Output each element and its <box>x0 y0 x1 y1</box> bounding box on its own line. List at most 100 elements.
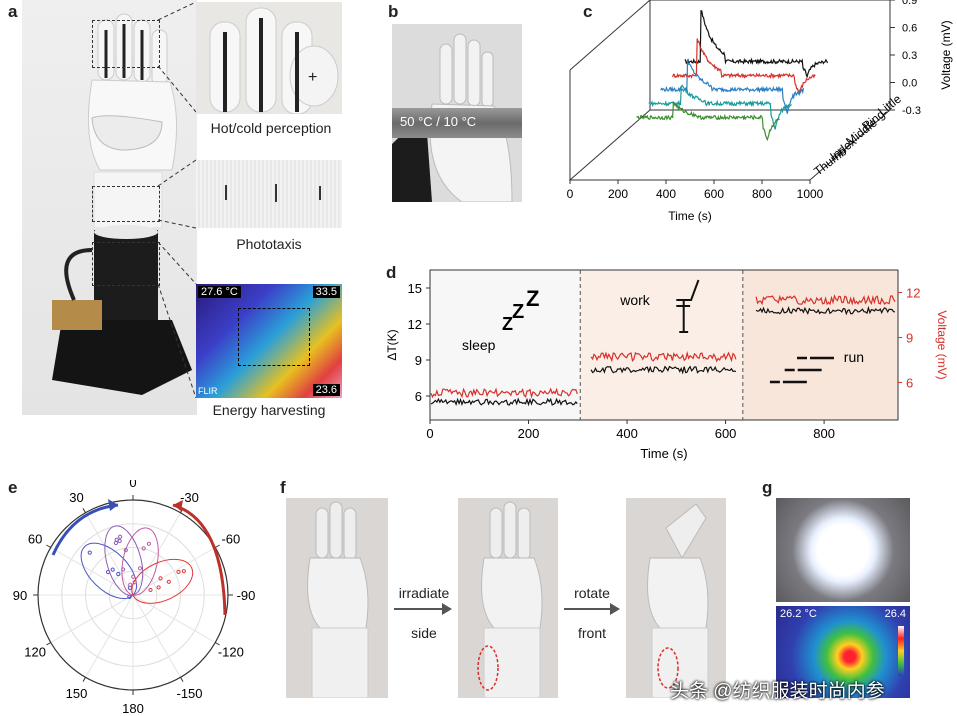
polar-point <box>156 585 161 590</box>
y-right-tick-label: 12 <box>906 286 920 301</box>
annotation-work: work <box>619 292 651 308</box>
panel-label-c: c <box>583 2 593 21</box>
run-motion-icon <box>769 356 834 384</box>
series-voltage-seg1 <box>590 350 737 363</box>
caption-phototaxis: Phototaxis <box>236 236 302 252</box>
caption-hot-cold: Hot/cold perception <box>210 120 332 136</box>
y-left-tick-label: 9 <box>415 353 422 368</box>
region-sleep <box>430 270 581 420</box>
g-color-scale <box>898 626 904 676</box>
annotation-run: run <box>844 349 864 365</box>
x-tick-label: 0 <box>567 187 574 201</box>
region-work <box>580 270 743 420</box>
series-line-middle <box>660 60 805 114</box>
thermal-image-arm: 27.6 °C 33.5 23.6 FLIR <box>196 284 342 398</box>
polar-grid-spoke <box>50 547 134 596</box>
thermal-temp-readout: 27.6 °C <box>198 286 241 298</box>
arrow2-label-bottom: front <box>577 625 606 641</box>
svg-text:+: + <box>308 69 317 86</box>
polar-point <box>131 574 136 579</box>
x-tick-label: 600 <box>704 187 724 201</box>
polar-angle-label: -90 <box>237 588 256 603</box>
series-voltage-seg0 <box>430 387 578 399</box>
polar-point <box>116 571 121 577</box>
rod-temperature-label: 50 °C / 10 °C <box>400 114 477 129</box>
polar-grid-spoke <box>132 512 181 596</box>
y-axis-label: Voltage (mV) <box>939 20 953 89</box>
sleep-z3: Z <box>526 286 539 311</box>
red-rotation-arrow <box>172 503 227 616</box>
polar-lobe <box>131 558 194 604</box>
panel-label-b: b <box>388 2 399 21</box>
caption-energy: Energy harvesting <box>212 402 326 418</box>
polar-angle-label: 150 <box>66 686 88 701</box>
polar-tick <box>215 544 220 548</box>
light-spot-photo <box>776 498 910 602</box>
work-desk-icon <box>676 279 700 333</box>
x-tick-label: 0 <box>426 426 433 441</box>
arrow1-line <box>394 608 444 610</box>
polar-point <box>128 582 133 587</box>
thermal-min: 23.6 <box>312 384 340 396</box>
panel-label-g: g <box>762 478 773 497</box>
polar-point <box>137 566 143 571</box>
x-tick-label: 200 <box>518 426 540 441</box>
polar-angle-label: -120 <box>218 645 244 660</box>
flir-logo: FLIR <box>198 386 218 396</box>
series-line-thumb <box>636 101 780 142</box>
fingertip-closeup-photo: + <box>196 2 342 114</box>
glove-photo-initial <box>286 498 388 698</box>
x-tick-label: 800 <box>813 426 835 441</box>
series-line-index <box>648 84 792 130</box>
polar-angle-label: 180 <box>122 701 144 716</box>
polar-point <box>114 537 119 542</box>
y-left-tick-label: 15 <box>408 281 422 296</box>
zoom-box-sleeve <box>92 186 160 222</box>
polar-point <box>176 569 181 575</box>
polar-point <box>148 587 153 593</box>
polar-angle-label: 60 <box>28 532 42 547</box>
y-right-tick-label: 9 <box>906 331 913 346</box>
x-tick-label: 1000 <box>797 187 824 201</box>
polar-angle-label: 90 <box>13 588 27 603</box>
series-voltage-seg2 <box>755 294 896 306</box>
polar-point <box>87 550 92 555</box>
polar-point <box>181 569 186 574</box>
robot-glove-photo <box>22 0 197 415</box>
series-deltaT-seg2 <box>755 305 896 316</box>
series-line-little <box>684 10 829 79</box>
zoom-connectors <box>157 1 197 399</box>
polar-angle-label: 0 <box>129 480 136 490</box>
y-left-tick-label: 12 <box>408 317 422 332</box>
polar-grid-spoke <box>132 594 216 643</box>
polar-point <box>110 567 115 572</box>
polar-tick <box>82 508 86 513</box>
y-right-axis-label: Voltage (mV) <box>935 310 949 379</box>
y-left-axis-label: ΔT(K) <box>385 329 399 360</box>
watermark-text: 头条 @纺织服装时尚内参 <box>670 681 885 702</box>
polar-point <box>166 579 171 584</box>
x-tick-label: 600 <box>715 426 737 441</box>
series-line-ring <box>672 38 816 97</box>
polar-angle-label: -60 <box>221 532 240 547</box>
polar-grid-spoke <box>85 594 134 678</box>
arrow1-label-bottom: side <box>411 625 437 641</box>
zoom-box-fingers <box>92 20 160 68</box>
blue-arrow-head <box>108 499 118 511</box>
polar-point <box>118 534 123 539</box>
y-left-tick-label: 6 <box>415 389 422 404</box>
arrow2-head <box>610 603 620 615</box>
arrow2-line <box>564 608 612 610</box>
y-tick-label: 0.9 <box>902 0 917 7</box>
polar-tick <box>46 642 51 646</box>
polar-grid-spoke <box>85 512 134 596</box>
x-tick-label: 400 <box>616 426 638 441</box>
polar-angle-label: -30 <box>180 490 199 505</box>
y-tick-label: 0.0 <box>902 78 917 90</box>
panel-label-e: e <box>8 478 18 497</box>
glove-holding-rod-photo: 50 °C / 10 °C <box>392 24 522 202</box>
polar-tick <box>46 544 51 548</box>
